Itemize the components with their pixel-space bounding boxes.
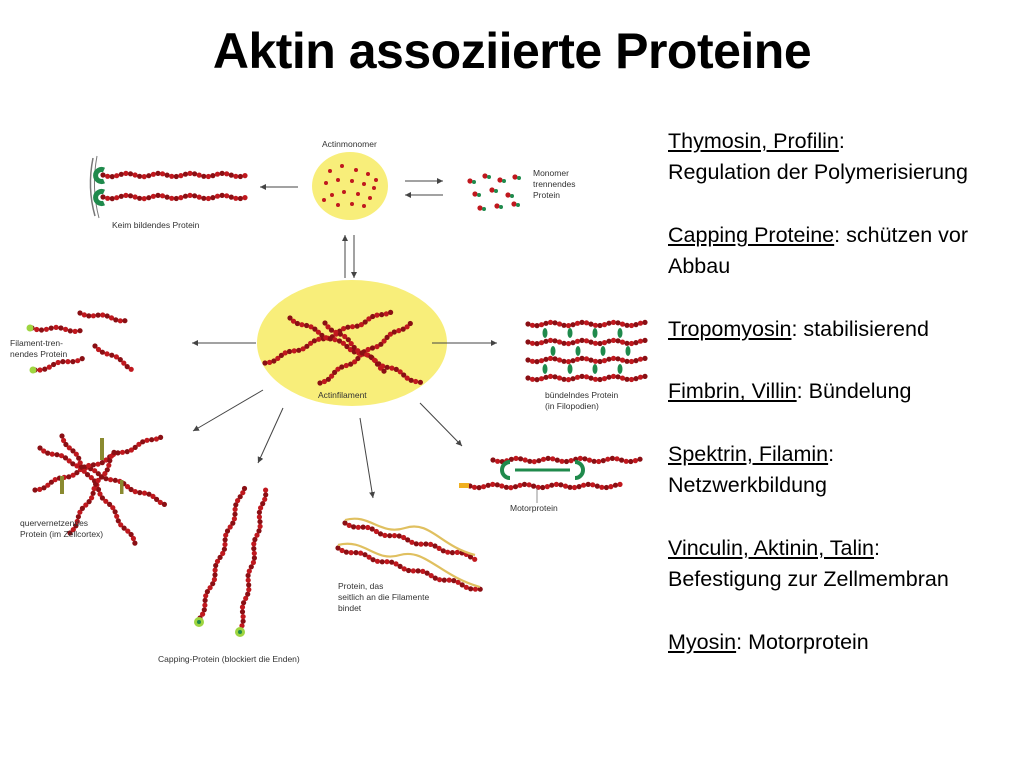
label-buendelnd-1: bündelndes Protein — [545, 390, 619, 400]
severing-protein-group: Filament-tren- nendes Protein — [10, 310, 134, 374]
actin-protein-diagram: Actinmonomer Keim bildendes Protein Mono… — [0, 118, 650, 678]
slide-title: Aktin assoziierte Proteine — [212, 23, 812, 79]
label-seitlich-3: bindet — [338, 603, 362, 613]
label-monomer-1: Monomer — [533, 168, 569, 178]
motor-protein-group: Motorprotein — [459, 455, 643, 513]
bullet-item: Spektrin, Filamin:Netzwerkbildung — [668, 439, 1008, 502]
label-buendelnd-2: (in Filopodien) — [545, 401, 599, 411]
label-filament-2: nendes Protein — [10, 349, 67, 359]
bullet-item: Thymosin, Profilin: Regulation der Polyme… — [668, 126, 1008, 189]
actin-filament — [32, 434, 164, 493]
crosslinking-protein-group: quervernetzendes Protein (im Zellcortex) — [20, 433, 167, 546]
actin-filament — [237, 487, 269, 633]
actin-filament — [100, 170, 248, 180]
actin-filament — [525, 355, 648, 365]
bullet-item: Myosin: Motorprotein — [668, 627, 1008, 658]
bullet-separator: : — [873, 535, 880, 560]
label-filament-1: Filament-tren- — [10, 338, 63, 348]
bullet-term: Thymosin, Profilin — [668, 129, 839, 153]
sequestered-monomers — [467, 173, 521, 211]
bullet-description: stabilisierend — [797, 316, 929, 341]
bullet-item: Fimbrin, Villin: Bündelung — [668, 376, 1008, 407]
label-capping: Capping-Protein (blockiert die Enden) — [158, 654, 300, 664]
bullet-description: Bündelung — [802, 379, 912, 404]
bullet-separator: : — [796, 379, 803, 404]
actin-filament — [100, 192, 248, 202]
actin-filament — [59, 433, 138, 546]
bullet-term: Spektrin, Filamin — [668, 441, 829, 466]
protein-function-list: Thymosin, Profilin: Regulation der Polyme… — [668, 126, 1008, 689]
bullet-separator: : — [736, 629, 743, 654]
actin-filament — [490, 455, 643, 465]
label-monomer-3: Protein — [533, 190, 560, 200]
bullet-separator: : — [828, 441, 835, 466]
bullet-description: schützen vor Abbau — [668, 222, 969, 279]
actin-filament — [197, 485, 248, 621]
actin-filament — [525, 319, 648, 329]
bullet-description: Motorprotein — [742, 629, 869, 654]
bullet-term: Tropomyosin — [668, 316, 792, 341]
nucleating-protein-group: Keim bildendes Protein — [89, 155, 248, 230]
actin-filament — [317, 320, 413, 386]
capping-protein-group: Capping-Protein (blockiert die Enden) — [158, 485, 300, 664]
label-quer-2: Protein (im Zellcortex) — [20, 529, 103, 539]
bullet-separator: : — [834, 222, 841, 247]
actin-monomer-pool — [312, 152, 388, 220]
actin-filament — [29, 324, 83, 334]
actin-filament — [342, 520, 478, 562]
bundling-protein-group: bündelndes Protein (in Filopodien) — [525, 319, 648, 411]
label-motor: Motorprotein — [510, 503, 558, 513]
label-monomer-2: trennendes — [533, 179, 576, 189]
actin-filament — [67, 449, 117, 536]
bullet-description: Befestigung zur Zellmembran — [668, 567, 949, 592]
bullet-item: Tropomyosin: stabilisierend — [668, 314, 1008, 345]
bullet-description: Netzwerkbildung — [668, 473, 827, 498]
label-actinmonomer: Actinmonomer — [322, 139, 377, 149]
bullet-separator: : — [791, 316, 798, 341]
actin-filament — [322, 320, 387, 374]
bullet-term: Myosin — [668, 629, 737, 654]
side-binding-protein-group: Protein, das seitlich an die Filamente b… — [335, 517, 483, 613]
actin-filament — [262, 309, 394, 366]
label-keim: Keim bildendes Protein — [112, 220, 200, 230]
bullet-item: Vinculin, Aktinin, Talin: Befestigung zur… — [668, 533, 1008, 596]
bullet-term: Fimbrin, Villin — [668, 379, 797, 404]
bullet-item: Capping Proteine: schützen vor Abbau — [668, 220, 1008, 283]
label-seitlich-2: seitlich an die Filamente — [338, 592, 429, 602]
label-seitlich-1: Protein, das — [338, 581, 383, 591]
bullet-description: Regulation der Polymerisierung — [668, 160, 968, 185]
bundle-crosslinks — [542, 328, 631, 374]
actin-filament — [525, 373, 648, 383]
monomer-dots — [322, 164, 378, 208]
actin-filament — [525, 337, 648, 347]
actin-filament — [77, 310, 128, 324]
bullet-term: Vinculin, Aktinin, Talin — [668, 535, 874, 560]
bullet-term: Capping Proteine — [668, 222, 835, 247]
actin-filament — [467, 481, 623, 491]
actin-filament — [335, 545, 483, 592]
diagram-canvas: Actinmonomer Keim bildendes Protein Mono… — [10, 139, 648, 664]
label-actinfilament: Actinfilament — [318, 390, 367, 400]
actin-filament — [92, 343, 134, 372]
bullet-separator: : — [838, 129, 845, 153]
label-quer-1: quervernetzendes — [20, 518, 88, 528]
actin-filament — [37, 445, 167, 507]
